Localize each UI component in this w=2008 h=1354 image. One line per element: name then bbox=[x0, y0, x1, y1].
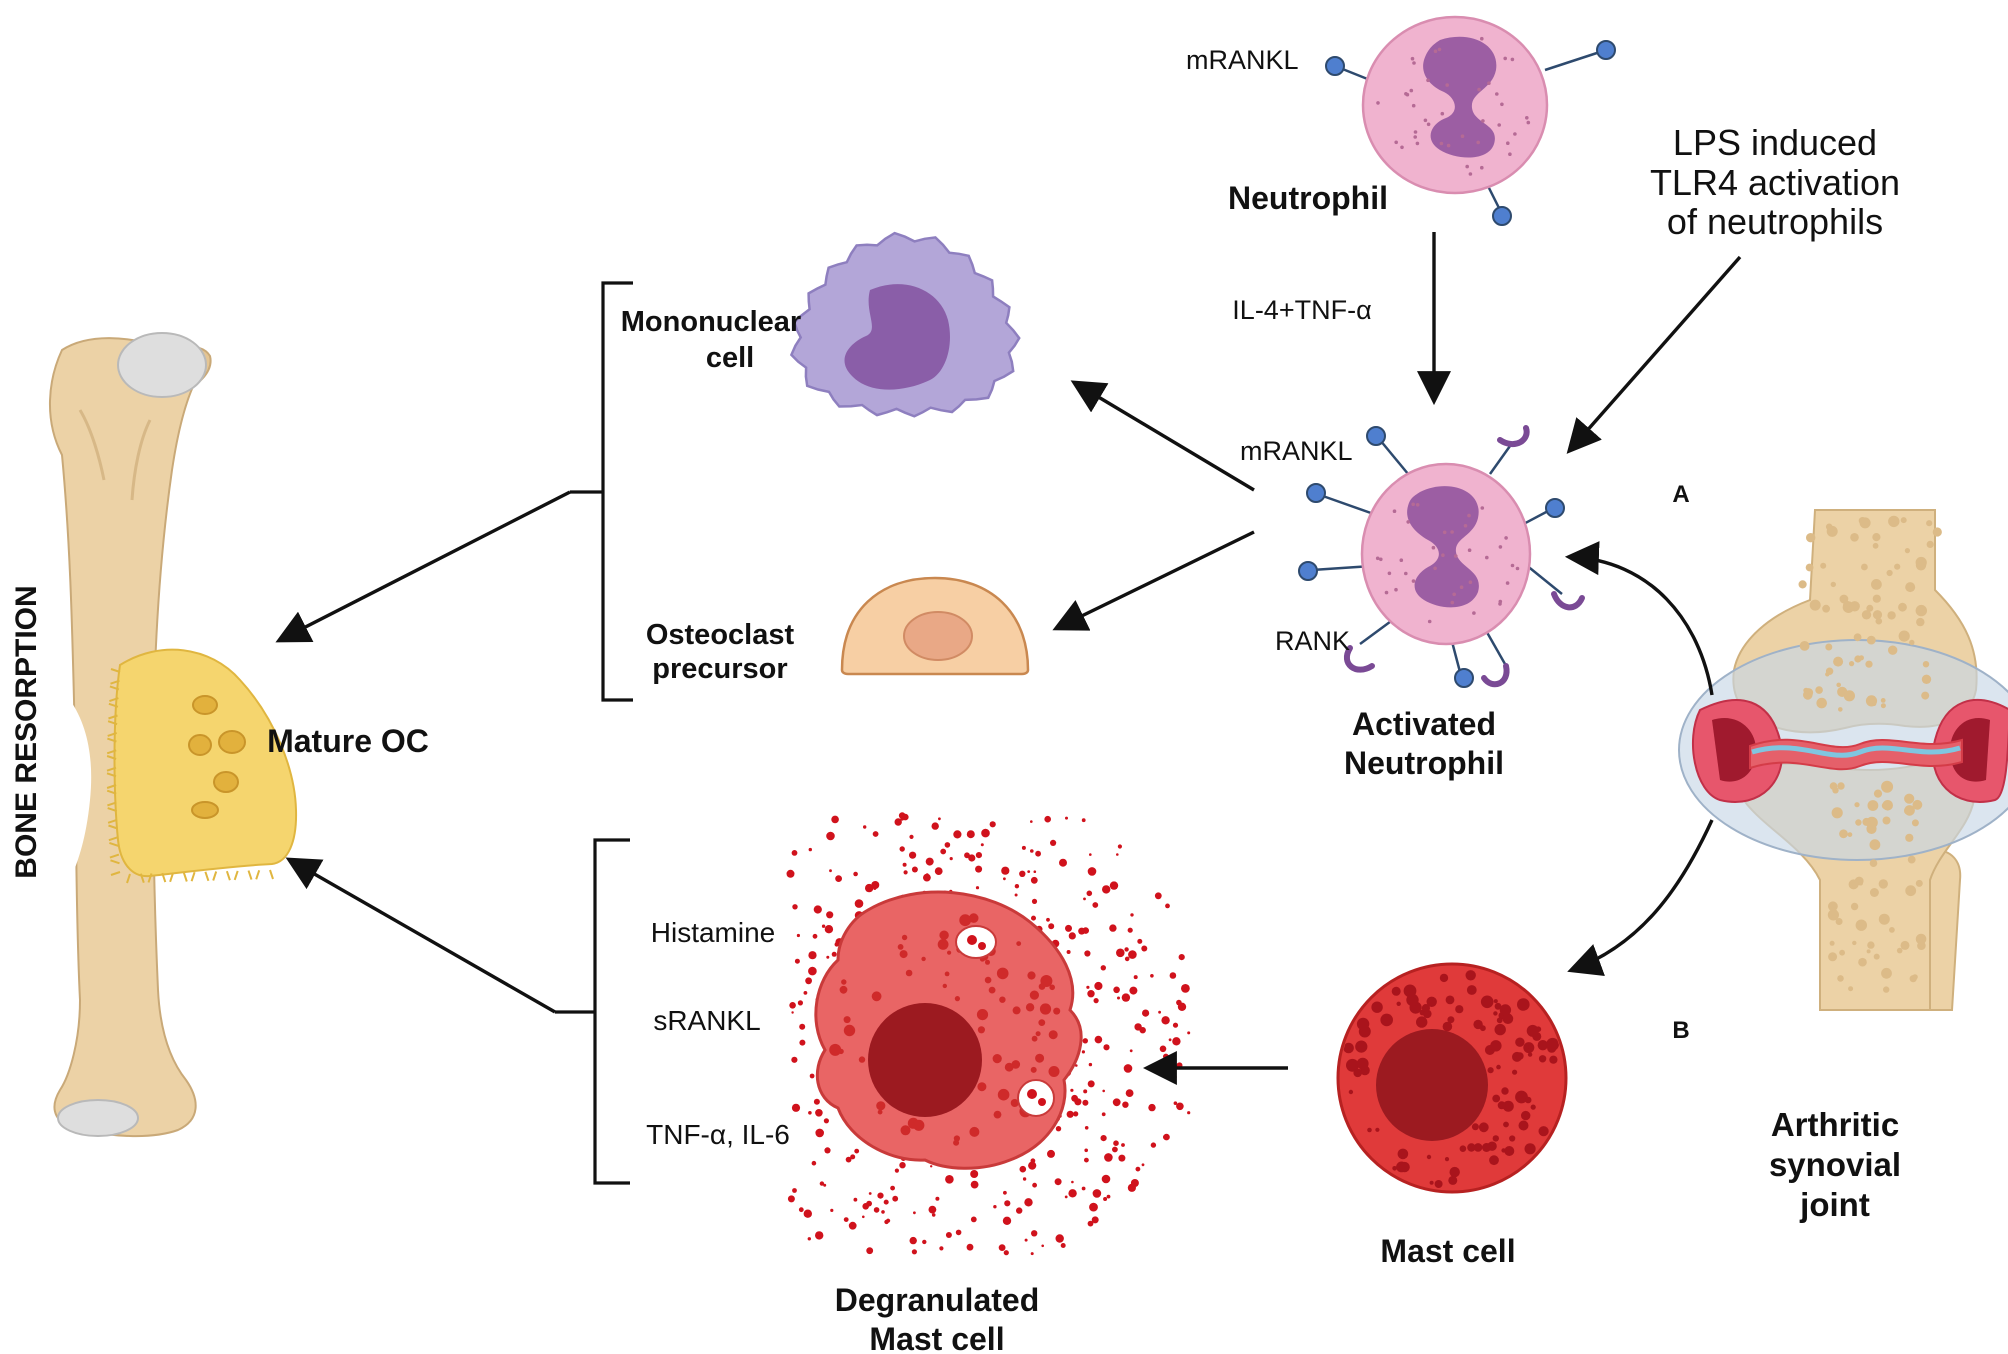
degranulated-label-2: Mast cell bbox=[869, 1321, 1004, 1354]
lower-to-oc-arrow bbox=[285, 857, 556, 1014]
mrankl-top-label: mRANKL bbox=[1186, 45, 1299, 75]
neutrophil-label: Neutrophil bbox=[1228, 180, 1388, 216]
mrankl-activated-label: mRANKL bbox=[1240, 436, 1353, 466]
lps-line-1: LPS induced bbox=[1673, 122, 1877, 163]
il4-tnf-label: IL-4+TNF-α bbox=[1232, 295, 1371, 325]
upper-bracket bbox=[570, 281, 633, 702]
mast-cell-label: Mast cell bbox=[1380, 1233, 1515, 1269]
histamine-label: Histamine bbox=[651, 917, 775, 948]
pathway-a-label: A bbox=[1672, 481, 1689, 508]
activated-neutrophil-label-2: Neutrophil bbox=[1344, 745, 1504, 781]
joint-to-activated-arrow bbox=[1564, 541, 1714, 696]
activated-neutrophil-cell bbox=[1298, 425, 1585, 688]
mononuclear-cell bbox=[789, 231, 1021, 418]
pathway-b-label: B bbox=[1672, 1017, 1689, 1044]
degranulated-mast-cell bbox=[786, 812, 1191, 1256]
osteoclast-precursor-cell bbox=[840, 576, 1030, 676]
activated-to-precursor-arrow bbox=[1052, 530, 1255, 631]
joint-label-3: joint bbox=[1799, 1186, 1870, 1223]
activated-to-mononuclear-arrow bbox=[1070, 380, 1255, 492]
joint-to-mast-arrow bbox=[1567, 819, 1714, 976]
bone-resorption-title: BONE RESORPTION bbox=[10, 585, 43, 878]
joint-label-2: synovial bbox=[1769, 1146, 1901, 1183]
joint-label-1: Arthritic bbox=[1771, 1106, 1899, 1143]
osteoclast-precursor-label-2: precursor bbox=[652, 653, 787, 685]
osteoclast-precursor-label-1: Osteoclast bbox=[646, 619, 795, 651]
lps-line-3: of neutrophils bbox=[1667, 201, 1883, 242]
mast-cell bbox=[1336, 962, 1568, 1194]
lps-to-activated-arrow bbox=[1566, 255, 1742, 454]
degranulated-label-1: Degranulated bbox=[835, 1282, 1039, 1318]
activated-neutrophil-label-1: Activated bbox=[1352, 706, 1496, 742]
lps-line-2: TLR4 activation bbox=[1650, 162, 1900, 203]
srankl-label: sRANKL bbox=[653, 1005, 760, 1036]
mononuclear-label-1: Mononuclear bbox=[621, 306, 801, 338]
rank-label: RANK bbox=[1275, 626, 1350, 656]
neutrophil-cell bbox=[1325, 15, 1616, 226]
mature-oc-label: Mature OC bbox=[267, 723, 429, 759]
synovial-joint-illustration bbox=[1678, 509, 2008, 1011]
mononuclear-label-2: cell bbox=[706, 342, 754, 374]
mature-osteoclast bbox=[106, 648, 298, 884]
lower-bracket bbox=[555, 838, 630, 1185]
tnf-il6-label: TNF-α, IL-6 bbox=[646, 1119, 790, 1150]
upper-to-oc-arrow bbox=[275, 490, 571, 643]
